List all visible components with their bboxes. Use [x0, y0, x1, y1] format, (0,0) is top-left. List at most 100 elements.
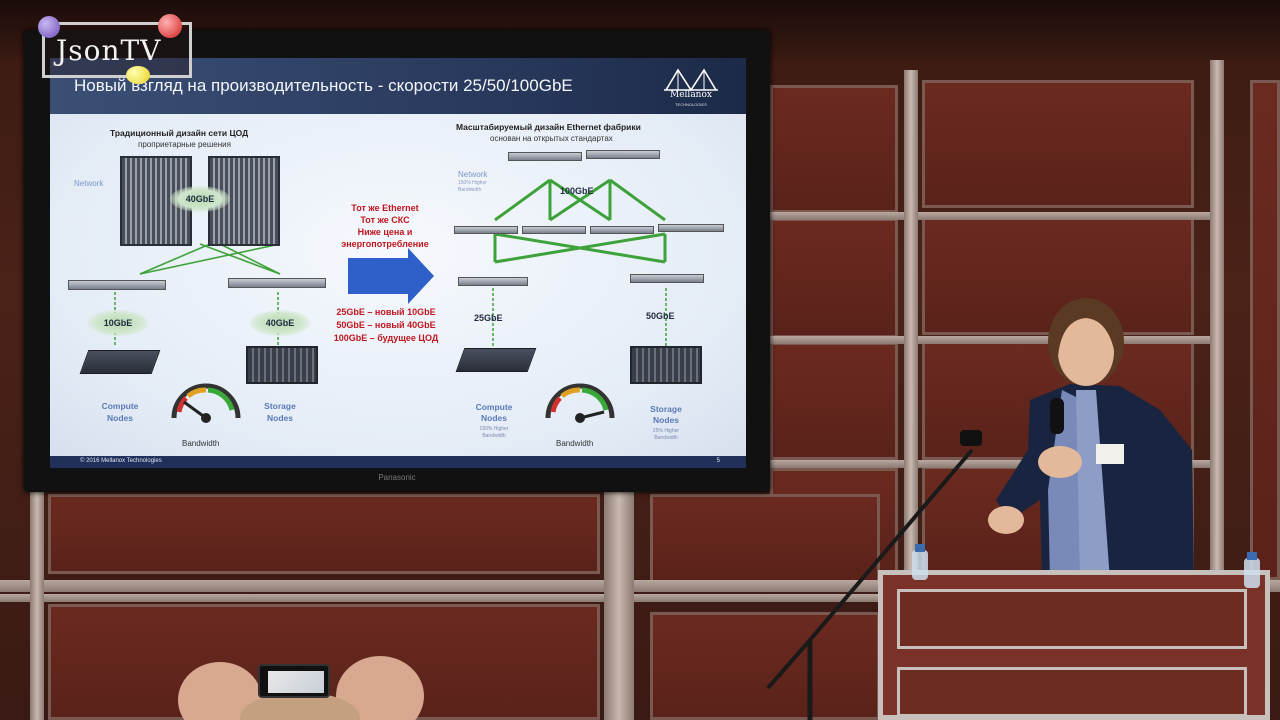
compute-speed: 10GbE: [103, 318, 133, 328]
presentation-slide: Новый взгляд на производительность - ско…: [50, 58, 746, 468]
tor-switch: [228, 278, 326, 288]
podium-panel: [897, 589, 1247, 649]
leaf-switch: [454, 226, 518, 234]
wall-post: [904, 70, 918, 580]
logo-name: Mellanox: [670, 90, 712, 100]
compute-label-line: Nodes: [481, 413, 507, 423]
storage-label-line: Nodes: [653, 415, 679, 425]
logo-dot-purple: [38, 16, 60, 38]
wall-rail: [0, 594, 880, 602]
storage-sub-line: 25% Higher: [652, 428, 680, 434]
wall-panel: [650, 612, 880, 720]
wall-panel: [770, 218, 898, 338]
logo-text: JsonTV: [56, 34, 162, 67]
storage-sub-line: Bandwidth: [654, 435, 678, 441]
wall-panel: [770, 85, 898, 213]
leaf-switch: [590, 226, 654, 234]
benefit-line: Ниже цена и: [357, 227, 413, 237]
slide-body: Традиционный дизайн сети ЦОД проприетарн…: [50, 114, 746, 456]
mellanox-logo: Mellanox TECHNOLOGIES: [662, 64, 720, 110]
speed-badge: 40GbE: [250, 310, 310, 336]
benefits-text: Тот же Ethernet Тот же СКС Ниже цена и э…: [330, 202, 440, 250]
spine-switch: [508, 152, 582, 161]
right-compute-speed: 25GbE: [474, 313, 503, 323]
wall-post: [604, 490, 634, 720]
compute-label: Compute Nodes: [90, 400, 150, 424]
podium-panel: [897, 667, 1247, 717]
benefit-line: Тот же Ethernet: [351, 203, 419, 213]
speed-line: 100GbE – будущее ЦОД: [333, 333, 439, 343]
right-subheading: основан на открытых стандартах: [490, 134, 613, 143]
compute-sub-line: Bandwidth: [482, 433, 506, 439]
left-heading: Традиционный дизайн сети ЦОД: [110, 128, 249, 138]
speed-badge: 10GbE: [88, 310, 148, 336]
leaf-switch: [658, 224, 724, 232]
storage-label-line: Nodes: [267, 413, 293, 423]
uplink-speed: 40GbE: [185, 194, 215, 204]
wall-post: [1210, 60, 1224, 580]
speaker-person: [988, 298, 1194, 580]
wall-rail: [770, 460, 1210, 468]
right-compute-sub: 150% Higher Bandwidth: [464, 426, 524, 440]
left-subheading: проприетарные решения: [138, 140, 231, 149]
right-storage-sub: 25% Higher Bandwidth: [636, 428, 696, 442]
slide-footer: © 2016 Mellanox Technologies 5: [50, 456, 746, 468]
audience-hands: [178, 656, 424, 720]
phone-screen: [268, 671, 324, 693]
compute-label-line: Compute: [101, 401, 139, 411]
logo-sub: TECHNOLOGIES: [675, 102, 707, 107]
bridge-icon: [664, 68, 718, 92]
slide-header: Новый взгляд на производительность - ско…: [50, 58, 746, 114]
storage-label-line: Storage: [264, 401, 296, 411]
logo-dot-red: [158, 14, 182, 38]
water-bottle-icon: [912, 544, 928, 580]
wall-panel: [650, 494, 880, 584]
bandwidth-gauge-icon: [171, 383, 241, 423]
smartphone: [258, 664, 330, 698]
storage-label-line: Storage: [650, 404, 682, 414]
leaf-switch: [522, 226, 586, 234]
speed-line: 25GbE – новый 10GbE: [336, 307, 436, 317]
tor-switch: [458, 277, 528, 286]
wall-rail: [770, 212, 1210, 220]
wall-panel: [1250, 80, 1280, 580]
speed-line: 50GbE – новый 40GbE: [336, 320, 436, 330]
left-network-label: Network: [74, 179, 104, 188]
slide-page-number: 5: [716, 458, 720, 464]
spine-switch: [586, 150, 660, 159]
right-network-sub: 150% Higher Bandwidth: [458, 180, 487, 194]
slide-copyright: © 2016 Mellanox Technologies: [80, 458, 162, 464]
left-gauge-label: Bandwidth: [182, 439, 220, 448]
right-heading: Масштабируемый дизайн Ethernet фабрики: [456, 122, 641, 132]
network-links: [114, 178, 667, 346]
speed-badge: 40GbE: [170, 186, 230, 212]
right-gauge-label: Bandwidth: [556, 439, 594, 448]
storage-speed: 40GbE: [265, 318, 295, 328]
storage-array: [246, 346, 318, 384]
wall-panel: [770, 342, 898, 460]
right-compute-label: Compute Nodes: [464, 402, 524, 424]
water-bottle-icon: [1244, 552, 1260, 588]
wall-panel: [922, 80, 1194, 208]
network-sub-line: 150% Higher: [458, 180, 487, 186]
podium: [878, 570, 1270, 720]
compute-label-line: Compute: [475, 402, 513, 412]
right-network-label: Network: [458, 170, 488, 179]
spine-speed: 100GbE: [560, 186, 594, 196]
logo-dot-yellow: [126, 66, 150, 84]
jsontv-logo: JsonTV: [38, 14, 196, 84]
slide-title: Новый взгляд на производительность - ско…: [74, 76, 573, 95]
compute-sub-line: 150% Higher: [479, 426, 509, 432]
tor-switch: [68, 280, 166, 290]
storage-array: [630, 346, 702, 384]
tv-brand: Panasonic: [378, 473, 416, 482]
wall-panel: [48, 494, 600, 574]
right-storage-label: Storage Nodes: [636, 404, 696, 426]
compute-server: [455, 348, 537, 372]
right-storage-speed: 50GbE: [646, 311, 675, 321]
wall-post: [30, 490, 44, 720]
wall-rail: [770, 336, 1210, 344]
bandwidth-gauge-icon: [545, 383, 615, 423]
benefit-line: Тот же СКС: [360, 215, 410, 225]
